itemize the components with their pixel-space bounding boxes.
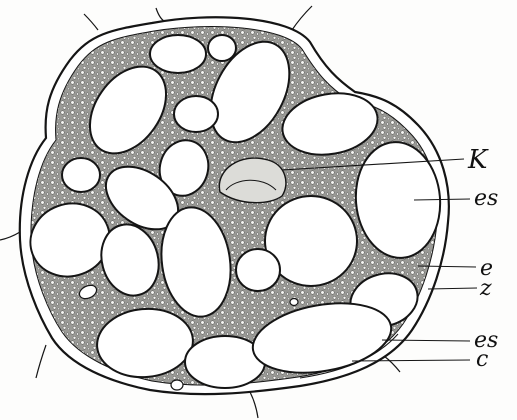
vacuole [150, 35, 206, 73]
granule [171, 380, 183, 390]
vacuole [236, 249, 280, 291]
label-c: c [476, 347, 488, 372]
label-z: z [479, 276, 492, 301]
vacuole [208, 35, 236, 61]
label-K: K [467, 145, 489, 175]
vacuole [174, 96, 218, 132]
vacuole [62, 158, 100, 192]
label-es-upper: es [474, 186, 498, 211]
granule [290, 299, 298, 306]
leader-line-z [428, 288, 477, 289]
